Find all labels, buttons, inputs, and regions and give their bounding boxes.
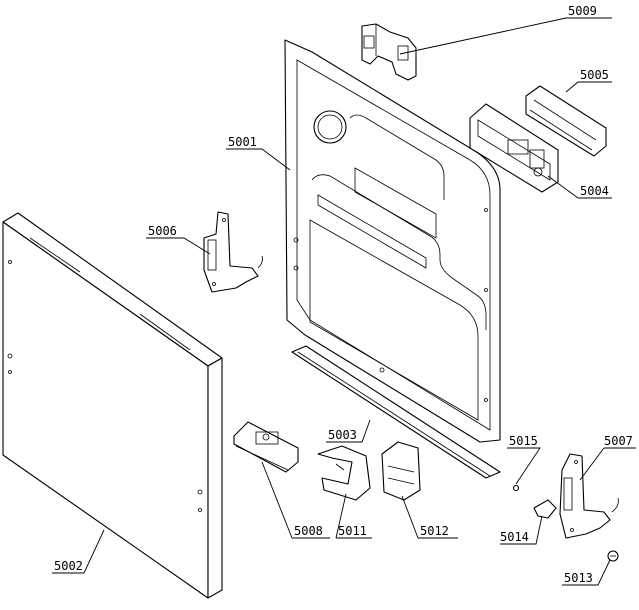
bottom-strip-part	[291, 345, 501, 479]
door-panel-part	[2, 212, 223, 599]
label-insulation-sheet: 5012	[420, 524, 449, 538]
label-hinge-left: 5006	[148, 224, 177, 238]
hinge-right-part	[559, 453, 619, 539]
hinge-left-part	[203, 211, 263, 293]
hinge-clip-part	[533, 499, 557, 519]
small-ball-part	[512, 484, 520, 492]
label-small-ball: 5015	[509, 434, 538, 448]
label-hinge-clip: 5014	[500, 530, 529, 544]
label-latch-housing: 5008	[294, 524, 323, 538]
label-hinge-right: 5007	[604, 434, 633, 448]
label-control-switch: 5009	[568, 4, 597, 18]
label-inner-door: 5001	[228, 135, 257, 149]
control-unit-part	[469, 103, 559, 193]
control-bracket-part	[525, 85, 607, 157]
inner-door-part	[284, 39, 501, 443]
label-door-panel: 5002	[54, 559, 83, 573]
leader-lines	[52, 17, 636, 586]
latch-housing-part	[233, 421, 299, 473]
insulation-sheet-part	[381, 441, 421, 501]
label-clip-bracket: 5011	[338, 524, 367, 538]
control-switch-part	[361, 23, 417, 81]
label-control-bracket: 5005	[580, 68, 609, 82]
screw-part	[607, 550, 619, 562]
label-bottom-strip: 5003	[328, 428, 357, 442]
clip-bracket-part	[317, 445, 371, 501]
label-control-unit: 5004	[580, 184, 609, 198]
label-screw: 5013	[564, 571, 593, 585]
